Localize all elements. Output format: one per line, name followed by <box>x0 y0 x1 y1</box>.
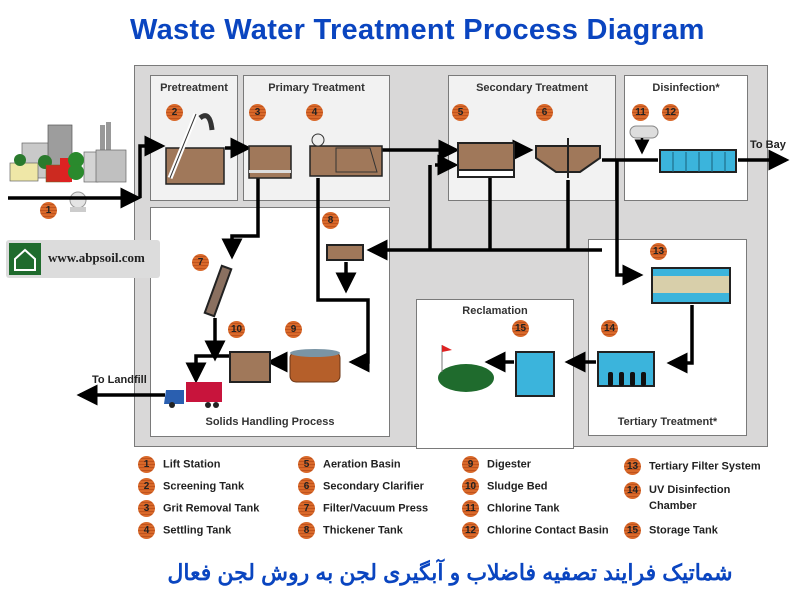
panel-title: Solids Handling Process <box>205 416 335 428</box>
panel-title: Reclamation <box>462 305 528 317</box>
persian-subtitle: شماتیک فرایند تصفیه فاضلاب و آبگیری لجن … <box>167 560 733 585</box>
sludge-bed-icon <box>229 351 271 383</box>
legend-label: Settling Tank <box>163 524 232 537</box>
legend-item: 11 Chlorine Tank <box>462 500 560 517</box>
badge-3: 3 <box>249 104 266 121</box>
digester-icon <box>289 349 341 383</box>
city-icon <box>9 122 127 183</box>
badge-11: 11 <box>632 104 649 121</box>
filter-vacuum-press-icon <box>203 264 233 318</box>
legend-item: 9 Digester <box>462 456 531 473</box>
badge-5: 5 <box>452 104 469 121</box>
to-landfill-label: To Landfill <box>92 374 147 386</box>
legend-item: 8 Thickener Tank <box>298 522 403 539</box>
uv-disinfection-chamber-icon <box>597 351 655 387</box>
golf-course-icon <box>438 345 494 392</box>
legend-label: Aeration Basin <box>323 458 401 471</box>
panel-disinfection: Disinfection* <box>624 75 748 201</box>
grit-removal-tank-icon <box>248 145 292 179</box>
legend-badge: 5 <box>298 456 315 473</box>
legend: 1 Lift Station 2 Screening Tank 3 Grit Remo… <box>138 456 778 546</box>
website-link[interactable]: www.abpsoil.com <box>6 240 160 278</box>
storage-tank-icon <box>515 351 555 397</box>
legend-label: Sludge Bed <box>487 480 548 493</box>
legend-label: Chlorine Contact Basin <box>487 524 609 537</box>
badge-1: 1 <box>40 202 57 219</box>
badge-6: 6 <box>536 104 553 121</box>
chlorine-contact-basin-icon <box>659 149 737 173</box>
legend-item: 7 Filter/Vacuum Press <box>298 500 428 517</box>
legend-label: Grit Removal Tank <box>163 502 260 515</box>
legend-badge: 9 <box>462 456 479 473</box>
panel-title: Tertiary Treatment* <box>617 416 718 428</box>
legend-item: 15 Storage Tank <box>624 522 718 539</box>
settling-tank-icon <box>309 133 383 177</box>
legend-label: Secondary Clarifier <box>323 480 424 493</box>
badge-2: 2 <box>166 104 183 121</box>
thickener-tank-icon <box>326 244 364 261</box>
legend-label: Lift Station <box>163 458 221 471</box>
badge-7: 7 <box>192 254 209 271</box>
legend-item: 13 Tertiary Filter System <box>624 458 761 475</box>
legend-badge: 4 <box>138 522 155 539</box>
legend-item: 5 Aeration Basin <box>298 456 401 473</box>
legend-item: 14 UV Disinfection Chamber <box>624 482 764 514</box>
legend-label: Filter/Vacuum Press <box>323 502 429 515</box>
legend-label: Thickener Tank <box>323 524 403 537</box>
legend-badge: 13 <box>624 458 641 475</box>
legend-badge: 8 <box>298 522 315 539</box>
badge-4: 4 <box>306 104 323 121</box>
panel-secondary: Secondary Treatment <box>448 75 616 201</box>
legend-label: Screening Tank <box>163 480 245 493</box>
badge-15: 15 <box>512 320 529 337</box>
lift-station-pump-icon <box>69 191 87 212</box>
badge-9: 9 <box>285 321 302 338</box>
badge-13: 13 <box>650 243 667 260</box>
legend-badge: 15 <box>624 522 641 539</box>
legend-badge: 12 <box>462 522 479 539</box>
legend-badge: 7 <box>298 500 315 517</box>
legend-badge: 3 <box>138 500 155 517</box>
panel-title: Disinfection* <box>652 82 720 94</box>
aeration-basin-icon <box>457 142 515 178</box>
legend-badge: 1 <box>138 456 155 473</box>
legend-badge: 6 <box>298 478 315 495</box>
legend-item: 2 Screening Tank <box>138 478 244 495</box>
tertiary-filter-icon <box>651 267 731 304</box>
to-bay-label: To Bay <box>750 139 786 151</box>
legend-item: 10 Sludge Bed <box>462 478 548 495</box>
panel-title: Secondary Treatment <box>476 82 588 94</box>
legend-item: 12 Chlorine Contact Basin <box>462 522 609 539</box>
legend-label: Tertiary Filter System <box>649 460 761 473</box>
badge-10: 10 <box>228 321 245 338</box>
chlorine-tank-icon <box>629 125 659 155</box>
legend-item: 4 Settling Tank <box>138 522 231 539</box>
legend-label: Chlorine Tank <box>487 502 560 515</box>
diagram-title: Waste Water Treatment Process Diagram <box>130 14 705 46</box>
secondary-clarifier-icon <box>535 138 601 178</box>
panel-title: Primary Treatment <box>268 82 365 94</box>
badge-14: 14 <box>601 320 618 337</box>
badge-8: 8 <box>322 212 339 229</box>
website-url: www.abpsoil.com <box>48 250 145 265</box>
legend-badge: 11 <box>462 500 479 517</box>
legend-item: 3 Grit Removal Tank <box>138 500 259 517</box>
legend-badge: 14 <box>624 482 641 499</box>
badge-12: 12 <box>662 104 679 121</box>
screening-tank-icon <box>165 113 225 185</box>
panel-title: Pretreatment <box>160 82 228 94</box>
legend-badge: 10 <box>462 478 479 495</box>
house-logo-icon <box>9 243 41 275</box>
legend-badge: 2 <box>138 478 155 495</box>
legend-label: UV Disinfection Chamber <box>649 484 731 512</box>
legend-label: Digester <box>487 458 532 471</box>
legend-item: 1 Lift Station <box>138 456 220 473</box>
legend-label: Storage Tank <box>649 524 718 537</box>
legend-item: 6 Secondary Clarifier <box>298 478 424 495</box>
truck-icon <box>164 382 222 408</box>
